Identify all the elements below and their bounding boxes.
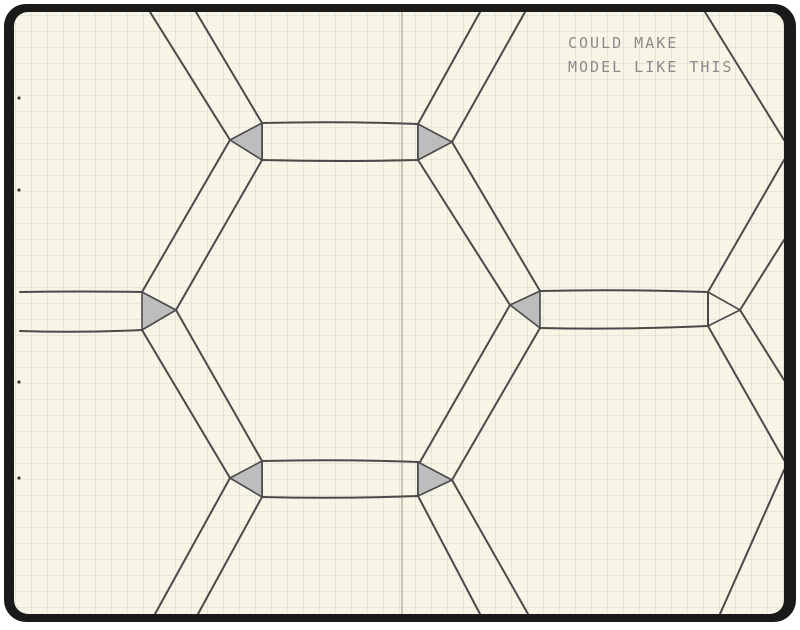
strut-far-right-upper (704, 12, 784, 311)
strut-top (261, 121, 419, 162)
joint-nodes (141, 122, 741, 498)
strut-right (539, 289, 709, 330)
joint-top-right (417, 123, 453, 161)
handwritten-note-line2: MODEL LIKE THIS (568, 58, 733, 76)
joint-center-right (509, 290, 541, 329)
strut-bottom (261, 459, 419, 499)
page-edge-marks (17, 96, 21, 480)
joint-bottom-right (417, 461, 453, 497)
hexagon-sketch (19, 12, 784, 614)
strut-upper-right-out (417, 12, 526, 143)
strut-lower-left-out (154, 477, 263, 614)
joint-bottom-left (229, 460, 263, 498)
strut-hex-upper-left (141, 139, 263, 311)
strut-hex-upper-right (417, 141, 541, 306)
joint-left (141, 291, 177, 331)
strut-hex-lower-left (141, 309, 263, 479)
strut-upper-left-out (149, 12, 263, 141)
strut-left (19, 290, 143, 333)
joint-far-right (707, 291, 741, 327)
strut-hex-lower-right (419, 304, 541, 481)
grid-paper (14, 12, 784, 614)
strut-lower-right-out (417, 479, 529, 614)
strut-far-right-lower (707, 309, 784, 614)
handwritten-note-line1: COULD MAKE (568, 34, 678, 52)
joint-top-left (229, 122, 263, 161)
